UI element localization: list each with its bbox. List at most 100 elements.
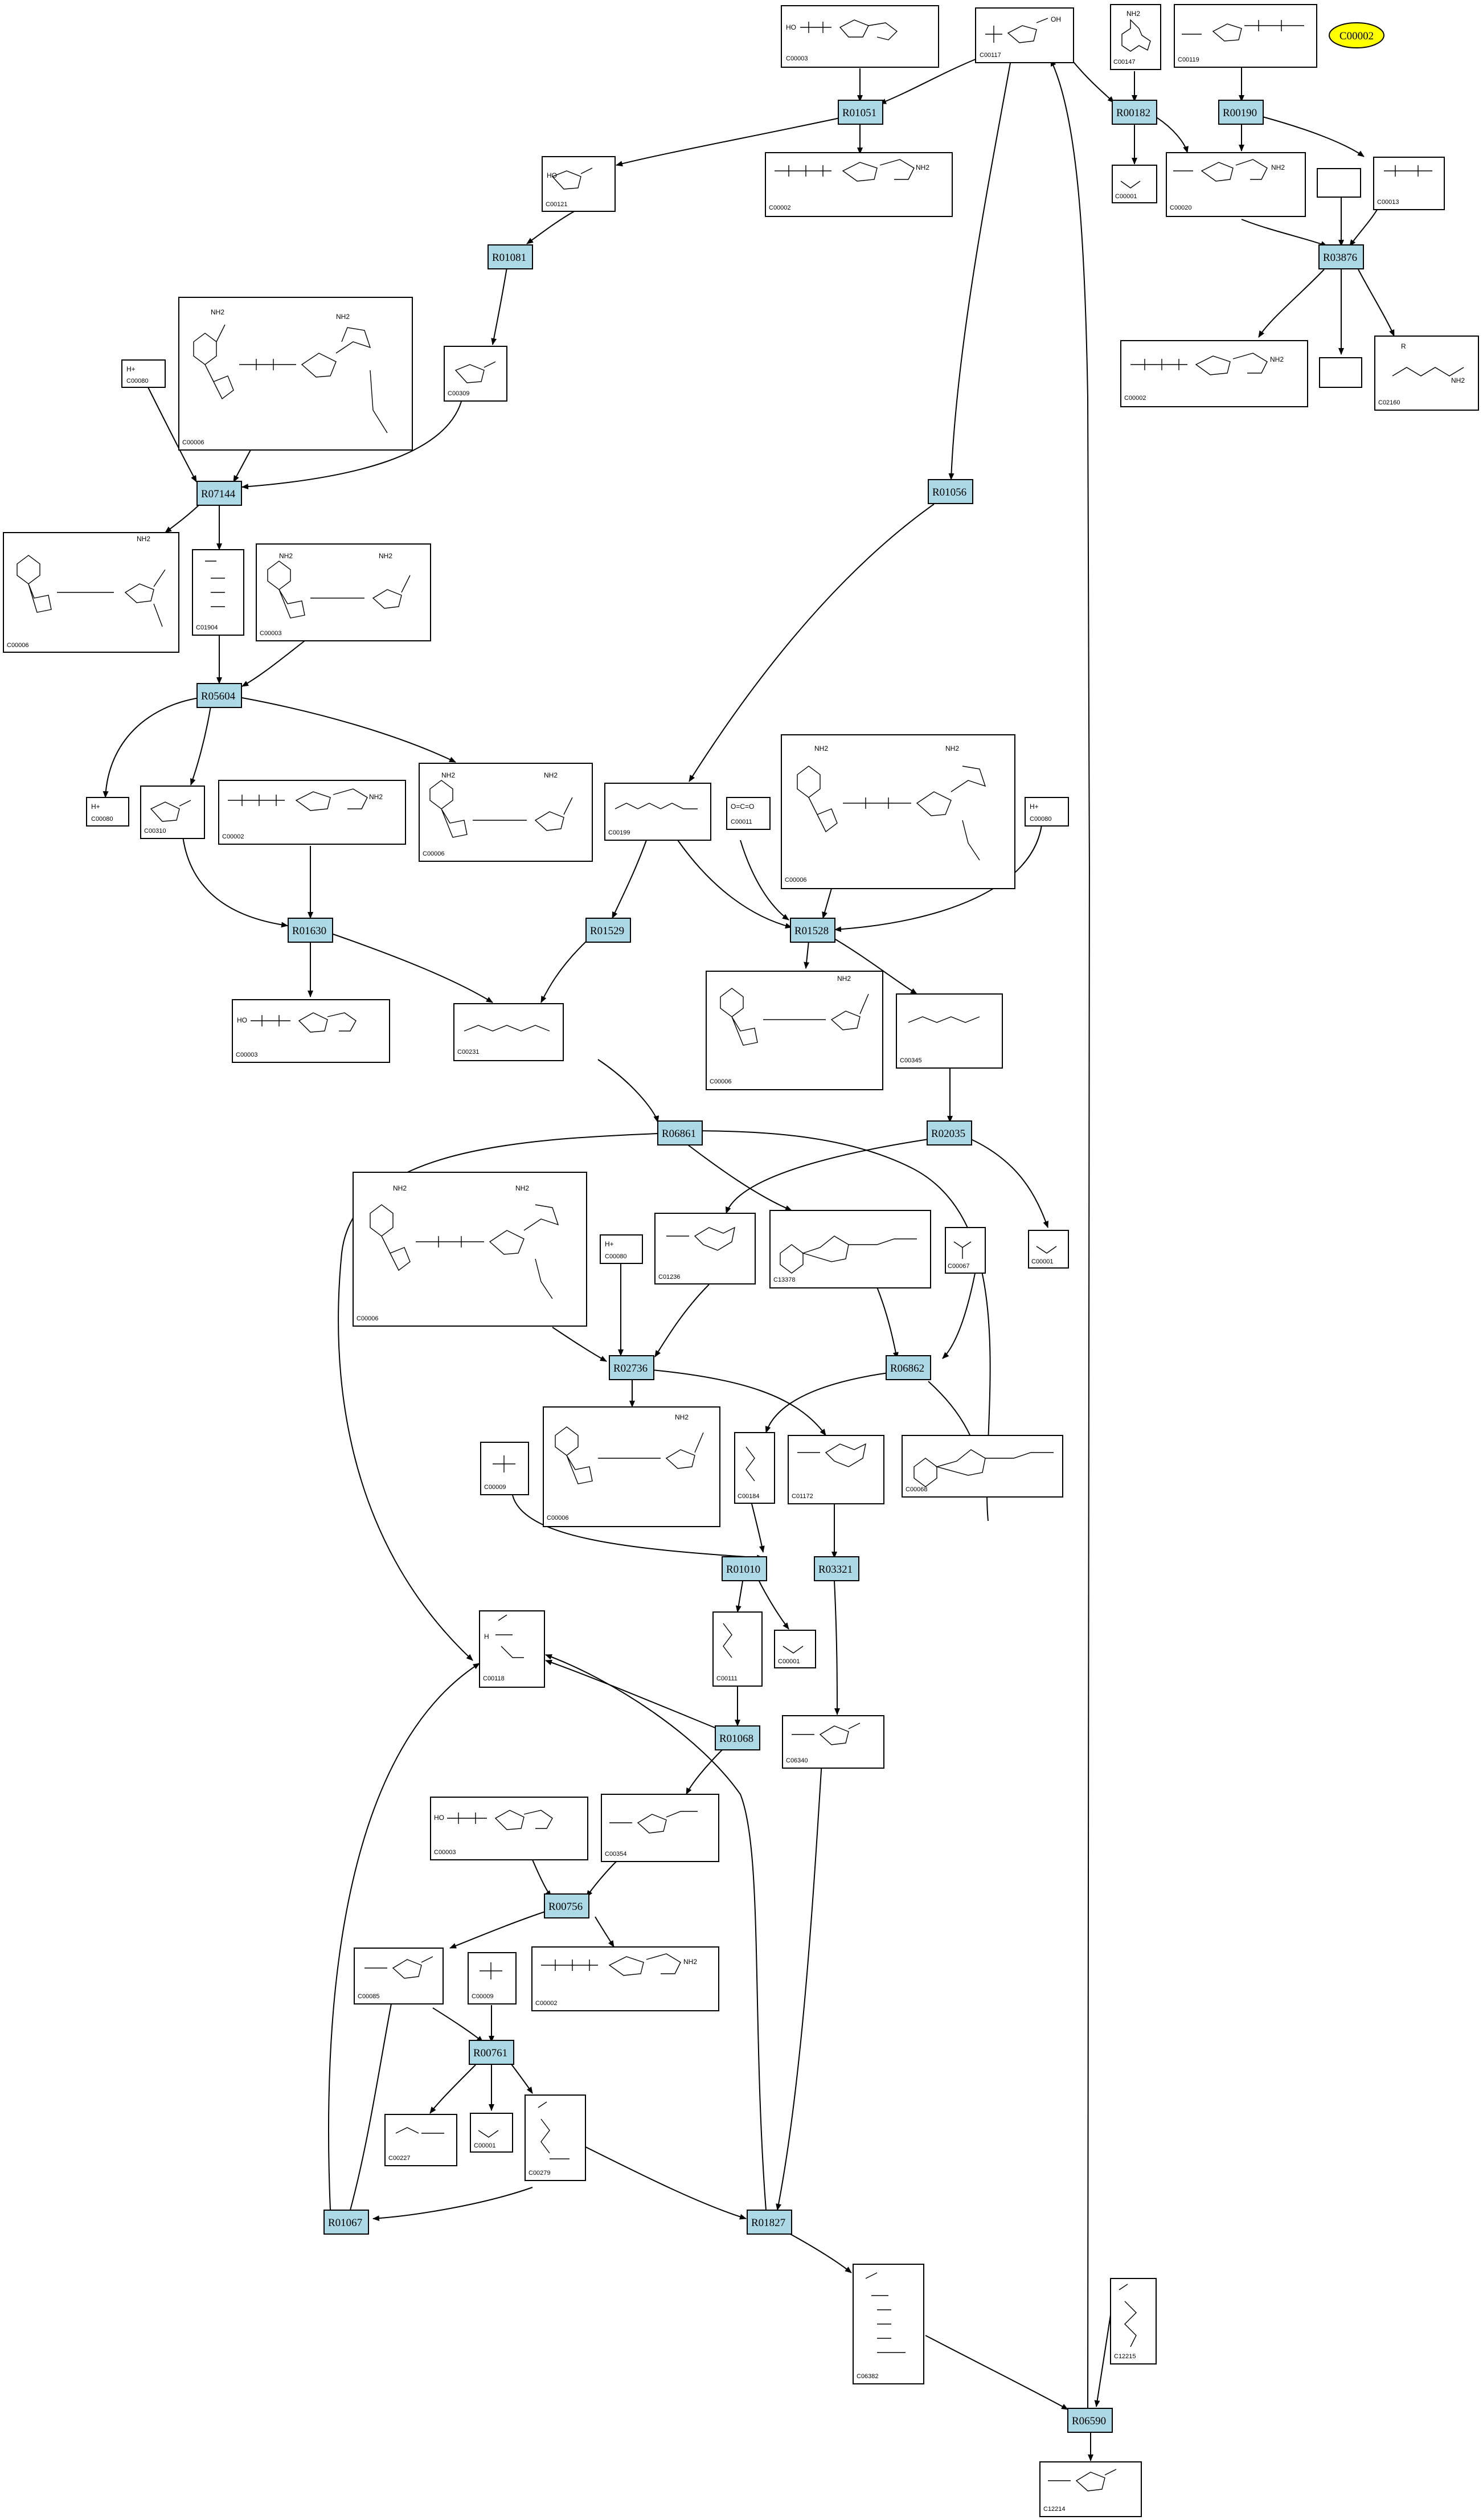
compound-c00009-b[interactable]: C00009: [468, 1952, 517, 2004]
compound-c00111[interactable]: C00111: [712, 1611, 763, 1687]
compound-c00067[interactable]: C00067: [945, 1227, 986, 1274]
reaction-r01528[interactable]: R01528: [790, 918, 835, 943]
edge: [925, 2335, 1068, 2410]
compound-c00020[interactable]: NH2 C00020: [1166, 152, 1306, 217]
compound-c00310[interactable]: C00310: [140, 786, 205, 839]
reaction-r01056[interactable]: R01056: [928, 479, 973, 504]
compound-c00147[interactable]: NH2 C00147: [1110, 4, 1161, 70]
compound-c00002-d[interactable]: NH2 C00002: [531, 1946, 719, 2011]
compound-c00003-b[interactable]: NH2 NH2 C00003: [256, 543, 431, 641]
compound-c06382[interactable]: C06382: [853, 2264, 924, 2384]
compound-label: C00001: [778, 1658, 800, 1665]
compound-c00345[interactable]: C00345: [896, 993, 1003, 1069]
reaction-r01529[interactable]: R01529: [585, 918, 631, 943]
compound-c00001-a[interactable]: C00001: [1112, 165, 1157, 203]
edge: [740, 840, 789, 921]
compound-c00080-c[interactable]: H+ C00080: [1025, 797, 1069, 827]
compound-c00080-a[interactable]: H+ C00080: [121, 359, 166, 388]
compound-c00117[interactable]: OH C00117: [975, 7, 1074, 63]
compound-c00080-d[interactable]: H+ C00080: [600, 1234, 643, 1264]
compound-c00013[interactable]: C00013: [1373, 157, 1445, 210]
compound-label: C00002: [222, 833, 244, 840]
reaction-r01010[interactable]: R01010: [722, 1556, 767, 1581]
reaction-r03321[interactable]: R03321: [814, 1556, 859, 1581]
edge: [165, 504, 200, 533]
compound-c00003-top[interactable]: HO C00003: [781, 5, 939, 68]
highlight-c00002[interactable]: C00002: [1329, 22, 1384, 48]
compound-c00001-d[interactable]: C00001: [470, 2113, 513, 2153]
reaction-r00756[interactable]: R00756: [544, 1893, 589, 1918]
compound-c12214[interactable]: C12214: [1039, 2461, 1142, 2517]
edge: [545, 1654, 767, 2211]
reaction-r06862[interactable]: R06862: [886, 1355, 931, 1380]
compound-c06340[interactable]: C06340: [782, 1715, 884, 1769]
compound-c00080-b[interactable]: H+ C00080: [86, 797, 129, 827]
reaction-r01067[interactable]: R01067: [323, 2210, 369, 2235]
reaction-label: R01529: [590, 925, 624, 937]
reaction-r01827[interactable]: R01827: [747, 2210, 792, 2235]
compound-c00068[interactable]: C00068: [902, 1435, 1063, 1498]
compound-c00011[interactable]: O=C=O C00011: [726, 797, 771, 830]
reaction-r02736[interactable]: R02736: [609, 1355, 654, 1380]
reaction-r06861[interactable]: R06861: [657, 1120, 703, 1146]
compound-c00184[interactable]: C00184: [734, 1432, 775, 1504]
reaction-r07144[interactable]: R07144: [196, 481, 242, 506]
compound-c00231[interactable]: C00231: [453, 1003, 564, 1061]
compound-c00003-c[interactable]: HO C00003: [232, 999, 390, 1063]
compound-c00279[interactable]: C00279: [525, 2094, 586, 2181]
compound-c00199[interactable]: C00199: [604, 783, 711, 841]
compound-c00006-f[interactable]: NH2 NH2 C00006: [353, 1172, 587, 1327]
compound-c00009-a[interactable]: C00009: [480, 1442, 529, 1495]
compound-c00006-b[interactable]: NH2 C00006: [3, 532, 179, 653]
compound-c00002-a[interactable]: NH2 C00002: [765, 152, 953, 217]
compound-c01904[interactable]: C01904: [192, 549, 244, 636]
reaction-r00761[interactable]: R00761: [469, 2040, 514, 2065]
compound-c00006-c[interactable]: NH2 NH2 C00006: [419, 763, 593, 862]
compound-c13378[interactable]: C13378: [769, 1210, 931, 1288]
compound-c01236[interactable]: C01236: [654, 1213, 756, 1284]
edge: [595, 1916, 614, 1948]
svg-text:NH2: NH2: [369, 793, 383, 801]
compound-c00006-d[interactable]: NH2 NH2 C00006: [781, 734, 1015, 889]
compound-c00006-e[interactable]: NH2 C00006: [706, 971, 883, 1090]
compound-label: C00080: [126, 378, 149, 384]
svg-text:NH2: NH2: [379, 552, 392, 560]
compound-c00002-b[interactable]: NH2 C00002: [1120, 340, 1308, 407]
reaction-r00190[interactable]: R00190: [1218, 100, 1264, 125]
compound-c12215[interactable]: C12215: [1110, 2278, 1157, 2364]
compound-label: C00006: [423, 850, 445, 857]
compound-c00006-g[interactable]: NH2 C00006: [543, 1406, 720, 1527]
compound-c00118[interactable]: H C00118: [479, 1610, 545, 1688]
compound-c00002-c[interactable]: NH2 C00002: [218, 780, 406, 845]
compound-c00001-b[interactable]: C00001: [1028, 1230, 1069, 1269]
reaction-r01068[interactable]: R01068: [715, 1725, 760, 1750]
reaction-r01081[interactable]: R01081: [487, 244, 533, 269]
edge: [1358, 269, 1395, 337]
compound-label: C00001: [1115, 193, 1137, 200]
edge: [1241, 219, 1328, 247]
reaction-r03876[interactable]: R03876: [1318, 244, 1364, 269]
compound-c02160[interactable]: R NH2 C02160: [1374, 336, 1479, 411]
compound-c00227[interactable]: C00227: [384, 2114, 457, 2166]
compound-c00354[interactable]: C00354: [601, 1794, 719, 1862]
compound-c00003-d[interactable]: HO C00003: [430, 1797, 588, 1860]
compound-blank-1[interactable]: [1317, 168, 1361, 198]
reaction-r05604[interactable]: R05604: [196, 683, 242, 708]
compound-c00309[interactable]: C00309: [444, 346, 507, 402]
compound-label: C00006: [547, 1515, 569, 1521]
compound-c01172[interactable]: C01172: [788, 1435, 884, 1504]
compound-blank-2[interactable]: [1319, 357, 1362, 388]
compound-c00119[interactable]: C00119: [1174, 4, 1317, 68]
compound-c00121[interactable]: HO C00121: [542, 156, 616, 212]
reaction-r02035[interactable]: R02035: [927, 1120, 972, 1146]
reaction-label: R00190: [1223, 107, 1257, 119]
highlight-label: C00002: [1339, 30, 1374, 42]
compound-c00085[interactable]: C00085: [354, 1948, 444, 2004]
compound-c00006-a[interactable]: NH2 NH2 C00006: [178, 297, 413, 451]
reaction-r01630[interactable]: R01630: [288, 918, 333, 943]
reaction-r01051[interactable]: R01051: [838, 100, 883, 125]
compound-c00001-c[interactable]: C00001: [774, 1630, 816, 1668]
edges: [103, 59, 1395, 2461]
reaction-r00182[interactable]: R00182: [1112, 100, 1157, 125]
reaction-r06590[interactable]: R06590: [1067, 2408, 1113, 2433]
